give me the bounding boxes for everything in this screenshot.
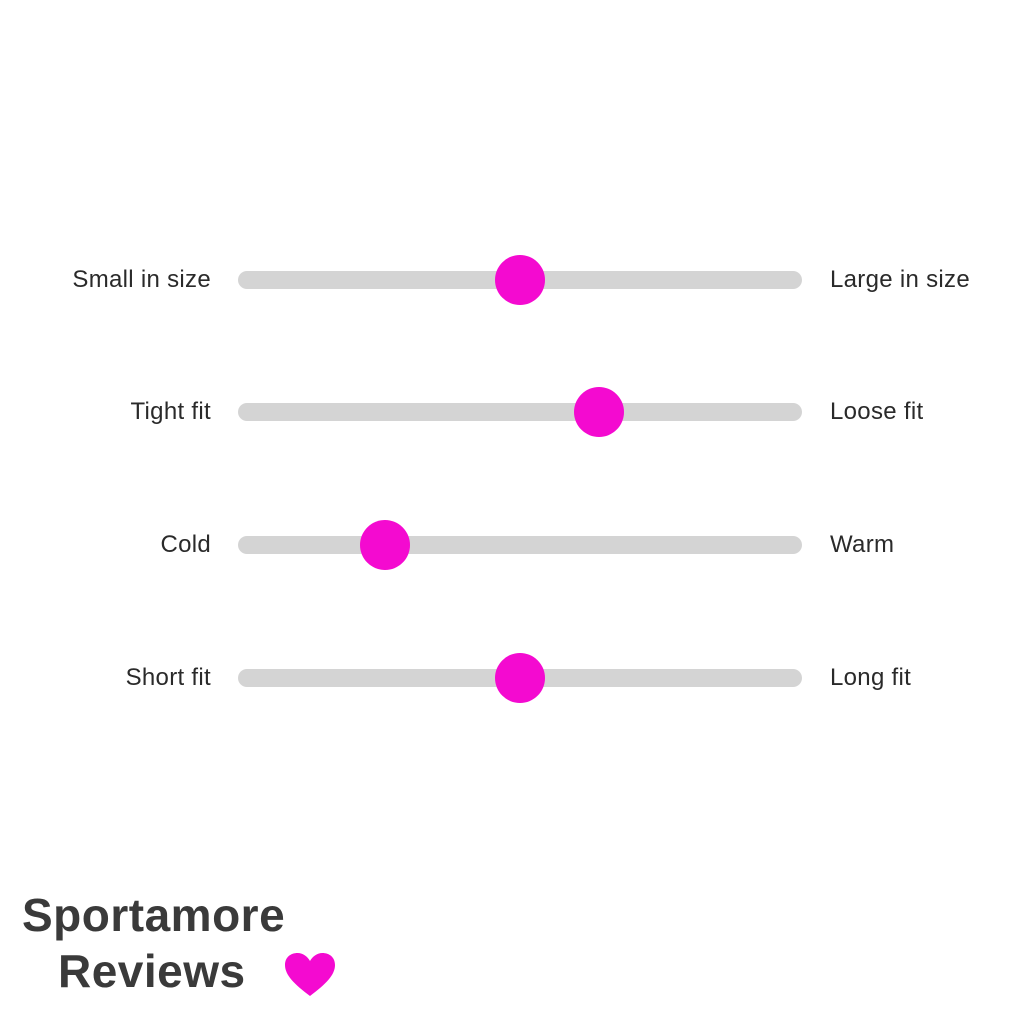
slider-left-label: Tight fit bbox=[130, 398, 211, 425]
slider-right-label: Warm bbox=[830, 531, 895, 558]
slider-thumb[interactable] bbox=[573, 387, 624, 437]
heart-icon bbox=[285, 953, 335, 996]
slider-warmth: Cold Warm bbox=[0, 515, 1024, 575]
slider-thumb[interactable] bbox=[359, 520, 410, 570]
brand-subtitle: Reviews bbox=[58, 945, 246, 997]
brand-logo: Sportamore Reviews bbox=[22, 888, 362, 1008]
slider-track[interactable] bbox=[238, 255, 802, 305]
slider-left-label: Short fit bbox=[125, 664, 211, 691]
slider-right-label: Long fit bbox=[830, 664, 912, 691]
slider-right-label: Large in size bbox=[830, 266, 970, 293]
slider-track[interactable] bbox=[238, 653, 802, 703]
slider-right-label: Loose fit bbox=[830, 398, 924, 425]
slider-thumb[interactable] bbox=[495, 255, 545, 305]
slider-thumb[interactable] bbox=[495, 653, 545, 703]
slider-fit: Tight fit Loose fit bbox=[0, 382, 1024, 442]
slider-left-label: Small in size bbox=[72, 266, 211, 293]
slider-size: Small in size Large in size bbox=[0, 250, 1024, 310]
brand-name: Sportamore bbox=[22, 889, 286, 941]
slider-track[interactable] bbox=[238, 387, 802, 437]
slider-length: Short fit Long fit bbox=[0, 648, 1024, 708]
slider-track[interactable] bbox=[238, 520, 802, 570]
heart-shape bbox=[285, 953, 335, 996]
slider-left-label: Cold bbox=[160, 531, 211, 558]
